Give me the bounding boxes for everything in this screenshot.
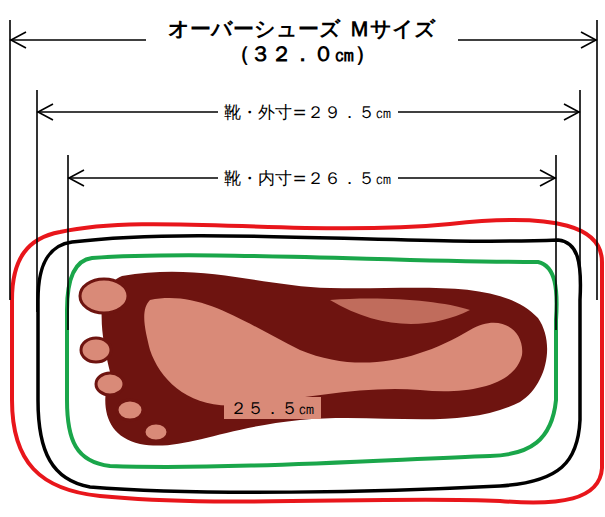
inner-size-label: 靴・内寸=２６．５㎝ (218, 167, 397, 189)
shoe-inner-outline (67, 255, 557, 467)
foot-print (80, 272, 547, 446)
shoe-outer-outline (38, 236, 580, 493)
outer-size-label: 靴・外寸=２９．５㎝ (218, 101, 397, 123)
overshoe-size-label: オーバーシューズ Ｍサイズ（３２．０㎝） (146, 16, 458, 68)
overshoe-outline (12, 220, 602, 503)
foot-length-label: ２５．５㎝ (224, 397, 321, 419)
